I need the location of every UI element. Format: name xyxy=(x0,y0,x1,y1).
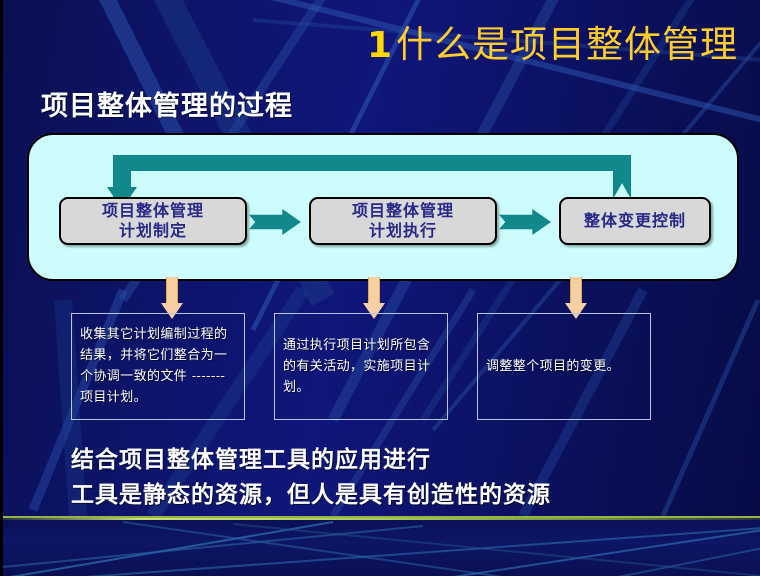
down-arrow-icon-3 xyxy=(565,277,587,319)
feedback-loop-left-stem xyxy=(113,155,131,197)
process-box-plan-execution[interactable]: 项目整体管理 计划执行 xyxy=(309,197,497,245)
slide-subtitle: 项目整体管理的过程 xyxy=(41,91,293,122)
process-box-3-line-1: 整体变更控制 xyxy=(583,210,686,230)
feedback-loop-right-stem xyxy=(613,155,631,199)
process-box-change-control[interactable]: 整体变更控制 xyxy=(559,197,711,245)
feedback-loop-top-bar xyxy=(113,155,631,171)
down-arrow-1-shaft xyxy=(166,277,178,305)
process-diagram-panel: 项目整体管理 计划制定 项目整体管理 计划执行 整体变更控制 xyxy=(27,133,739,281)
process-box-2-line-2: 计划执行 xyxy=(368,221,437,240)
flow-arrow-2 xyxy=(499,209,551,235)
slide-title: 1 什么是项目整体管理 xyxy=(367,26,738,64)
caption-box-2: 通过执行项目计划所包含的有关活动，实施项目计划。 xyxy=(274,313,448,420)
down-arrow-3-shaft xyxy=(570,277,582,305)
down-arrow-icon-1 xyxy=(161,277,183,319)
caption-box-3: 调整整个项目的变更。 xyxy=(477,313,651,420)
process-box-1-line-2: 计划制定 xyxy=(118,221,187,240)
down-arrow-icon-2 xyxy=(363,277,385,319)
process-box-plan-development[interactable]: 项目整体管理 计划制定 xyxy=(59,197,247,245)
down-arrow-2-shaft xyxy=(368,277,380,305)
title-number: 1 xyxy=(366,25,392,66)
caption-text-3: 调整整个项目的变更。 xyxy=(486,358,621,374)
flow-arrow-1 xyxy=(249,209,301,235)
title-text: 什么是项目整体管理 xyxy=(396,23,738,66)
footer-text: 结合项目整体管理工具的应用进行 工具是静态的资源，但人是具有创造性的资源 xyxy=(71,443,551,513)
caption-text-1: 收集其它计划编制过程的结果，并将它们整合为一个协调一致的文件 -------项目… xyxy=(80,327,228,406)
caption-text-2: 通过执行项目计划所包含的有关活动，实施项目计划。 xyxy=(283,337,431,396)
process-box-1-line-1: 项目整体管理 xyxy=(101,200,204,220)
footer-line-2: 工具是静态的资源，但人是具有创造性的资源 xyxy=(71,480,551,508)
caption-box-1: 收集其它计划编制过程的结果，并将它们整合为一个协调一致的文件 -------项目… xyxy=(71,313,245,420)
footer-line-1: 结合项目整体管理工具的应用进行 xyxy=(71,446,431,473)
process-box-2-line-1: 项目整体管理 xyxy=(351,200,454,220)
background-streaks-lower xyxy=(3,521,760,576)
background-lower-band xyxy=(3,516,760,576)
